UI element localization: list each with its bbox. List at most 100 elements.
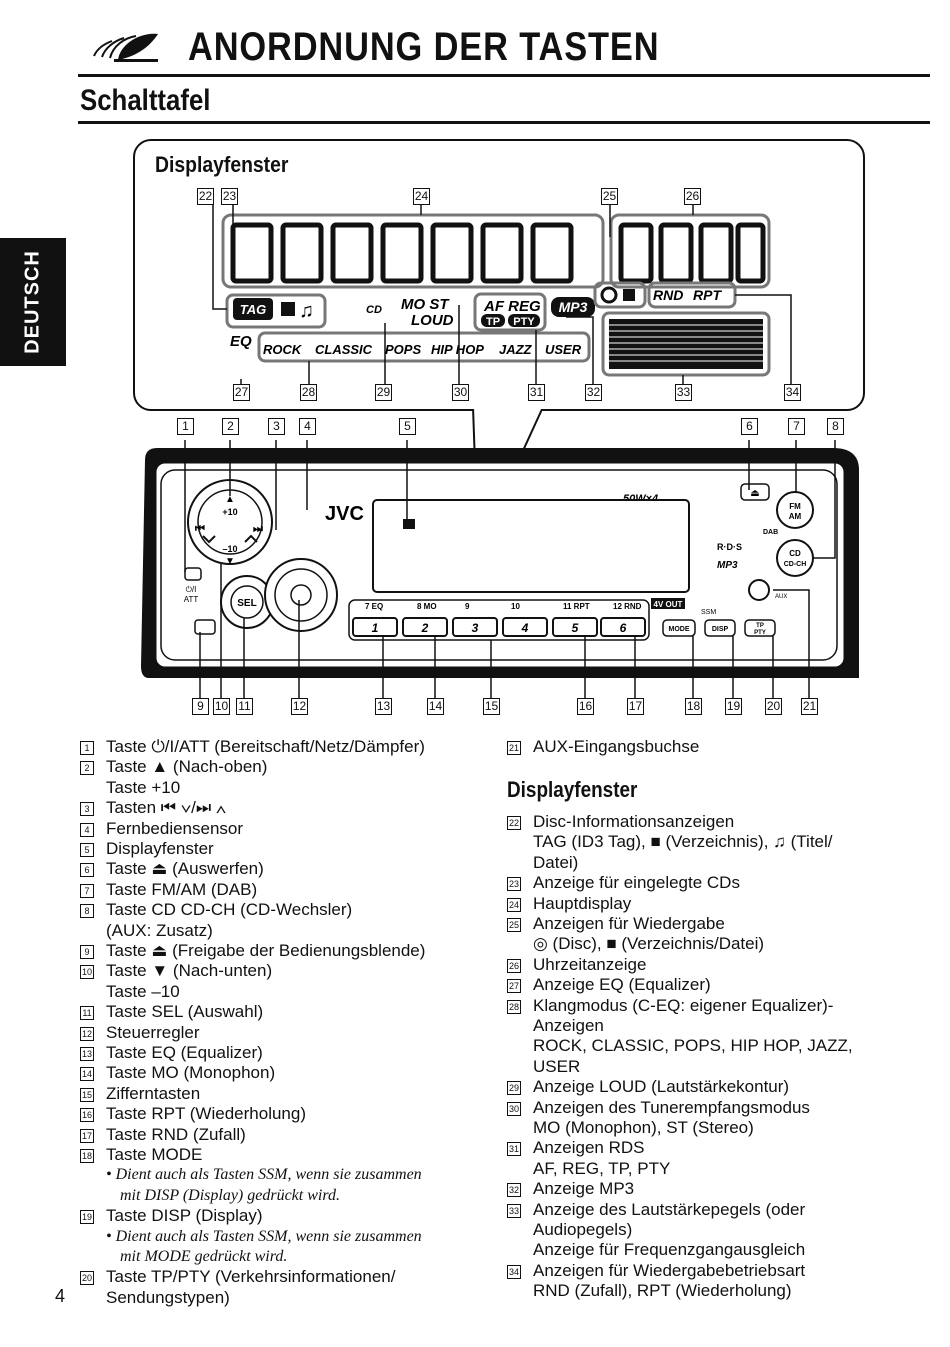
svg-text:CD: CD: [789, 549, 801, 558]
legend-text: RND (Zufall), RPT (Wiederholung): [533, 1281, 792, 1301]
svg-text:12 RND: 12 RND: [613, 602, 642, 611]
callout-1: 1: [177, 418, 194, 435]
legend-text: Taste –10: [106, 981, 180, 1001]
svg-text:8 MO: 8 MO: [417, 602, 437, 611]
svg-text:POPS: POPS: [385, 342, 421, 357]
legend-number: 6: [80, 863, 94, 878]
legend-number: 31: [507, 1142, 521, 1157]
legend-text: Anzeige für eingelegte CDs: [533, 873, 740, 893]
legend-number: 1: [80, 741, 94, 755]
callout-23: 23: [221, 188, 238, 205]
legend-text: Taste +10: [106, 777, 181, 797]
callout-26: 26: [684, 188, 701, 205]
svg-text:MODE: MODE: [669, 626, 690, 633]
legend-number: 20: [80, 1271, 94, 1286]
callout-25: 25: [601, 188, 618, 205]
brand-logo: JVC: [325, 503, 364, 525]
legend-text: (AUX: Zusatz): [106, 920, 213, 940]
legend-number: 5: [80, 843, 94, 857]
legend-text: Anzeige EQ (Equalizer): [533, 975, 711, 995]
svg-text:SSM: SSM: [701, 609, 716, 616]
svg-text:–10: –10: [222, 544, 237, 554]
legend-text: Taste FM/AM (DAB): [106, 879, 258, 899]
legend-number: 17: [80, 1128, 94, 1143]
callout-12: 12: [291, 698, 308, 715]
down-arrow: ▼: [225, 556, 235, 567]
svg-text:CD-CH: CD-CH: [784, 561, 807, 568]
legend-text: AF, REG, TP, PTY: [533, 1158, 671, 1178]
legend-number: 19: [80, 1210, 94, 1225]
callout-9: 9: [192, 698, 209, 715]
legend-text: Taste DISP (Display): [106, 1206, 263, 1226]
legend-note: • Dient auch als Tasten SSM, wenn sie zu…: [106, 1166, 422, 1184]
legend-text: Anzeigen RDS: [533, 1138, 645, 1158]
legend-text: Steuerregler: [106, 1022, 200, 1042]
svg-text:⏏: ⏏: [750, 488, 759, 499]
legend-note: mit MODE gedrückt wird.: [120, 1248, 288, 1265]
legend-number: 14: [80, 1067, 94, 1082]
callout-22: 22: [197, 188, 214, 205]
callout-16: 16: [577, 698, 594, 715]
legend-text: Taste ⏏ (Auswerfen): [106, 859, 264, 879]
callout-13: 13: [375, 698, 392, 715]
svg-text:10: 10: [511, 602, 520, 611]
svg-text:FM: FM: [789, 502, 801, 511]
svg-text:JAZZ: JAZZ: [499, 342, 533, 357]
legend-number: 27: [507, 979, 521, 994]
callout-31: 31: [528, 384, 545, 401]
svg-text:DAB: DAB: [763, 529, 778, 536]
legend-text: Datei): [533, 852, 579, 872]
legend-text: Taste RND (Zufall): [106, 1124, 246, 1144]
svg-text:PTY: PTY: [513, 316, 535, 328]
page-title: ANORDNUNG DER TASTEN: [188, 25, 660, 69]
loud-indicator: LOUD: [411, 312, 454, 329]
callout-15: 15: [483, 698, 500, 715]
legend-number: 25: [507, 918, 521, 932]
display-diagram: TAG ♫ EQ CD MO ST LOUD AF REG TP PTY MP3…: [212, 203, 792, 550]
legend-text: Anzeige für Frequenzgangausgleich: [533, 1240, 806, 1260]
svg-text:3: 3: [472, 621, 479, 635]
legend-number: 16: [80, 1108, 94, 1123]
legend-note: • Dient auch als Tasten SSM, wenn sie zu…: [106, 1227, 422, 1245]
up-arrow: ▲: [225, 494, 235, 505]
page-number: 4: [55, 1286, 66, 1306]
legend-text: Taste MO (Monophon): [106, 1063, 276, 1083]
callout-18: 18: [685, 698, 702, 715]
legend-number: 3: [80, 802, 94, 817]
legend-text: Anzeigen für Wiedergabebetriebsart: [533, 1260, 806, 1280]
legend-number: 28: [507, 999, 521, 1014]
legend-number: 13: [80, 1047, 94, 1061]
legend-number: 2: [80, 761, 94, 776]
legend-text: Taste CD CD-CH (CD-Wechsler): [106, 900, 353, 920]
svg-text:ROCK: ROCK: [263, 342, 303, 357]
legend-text: ROCK, CLASSIC, POPS, HIP HOP, JAZZ,: [533, 1036, 853, 1056]
legend-text: USER: [533, 1056, 581, 1076]
svg-text:11 RPT: 11 RPT: [563, 602, 590, 611]
legend-text: Displayfenster: [106, 839, 214, 858]
svg-text:CLASSIC: CLASSIC: [315, 342, 373, 357]
mp3-indicator: MP3: [559, 299, 588, 315]
callout-5: 5: [399, 418, 416, 435]
legend-number: 24: [507, 897, 521, 912]
svg-text:AF REG: AF REG: [483, 298, 541, 315]
svg-text:4: 4: [521, 621, 529, 635]
svg-text:7 EQ: 7 EQ: [365, 602, 383, 611]
callout-21: 21: [801, 698, 818, 715]
legend-text: Zifferntasten: [106, 1083, 201, 1103]
language-tab: DEUTSCH: [0, 238, 66, 366]
legend-text: TAG (ID3 Tag), ■ (Verzeichnis), ♫ (Titel…: [533, 832, 833, 852]
callout-11: 11: [236, 698, 253, 715]
callout-19: 19: [725, 698, 742, 715]
title-rule: [78, 22, 930, 77]
svg-text:2: 2: [421, 621, 429, 635]
svg-text:AUX: AUX: [775, 594, 787, 600]
legend-text: Taste SEL (Auswahl): [106, 1002, 264, 1022]
callout-4: 4: [299, 418, 316, 435]
legend-text: Taste ▼ (Nach-unten): [106, 961, 273, 981]
svg-text:USER: USER: [545, 342, 582, 357]
svg-text:HIP HOP: HIP HOP: [431, 342, 484, 357]
logo-icon: [93, 33, 158, 62]
legend-number: 12: [80, 1026, 94, 1041]
